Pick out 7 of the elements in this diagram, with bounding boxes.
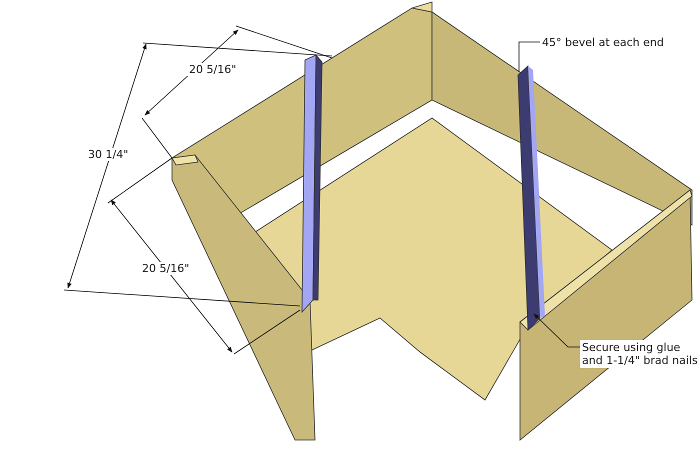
bevelled-strip — [518, 65, 545, 331]
leader-line — [518, 42, 540, 72]
dimension-label: 30 1/4" — [86, 148, 130, 161]
dimension-label: 20 5/16" — [140, 262, 192, 275]
dimension-label: 20 5/16" — [187, 63, 238, 76]
leader-line — [534, 314, 580, 348]
callout-note: Secure using glue and 1-1/4" brad nails — [580, 340, 700, 368]
